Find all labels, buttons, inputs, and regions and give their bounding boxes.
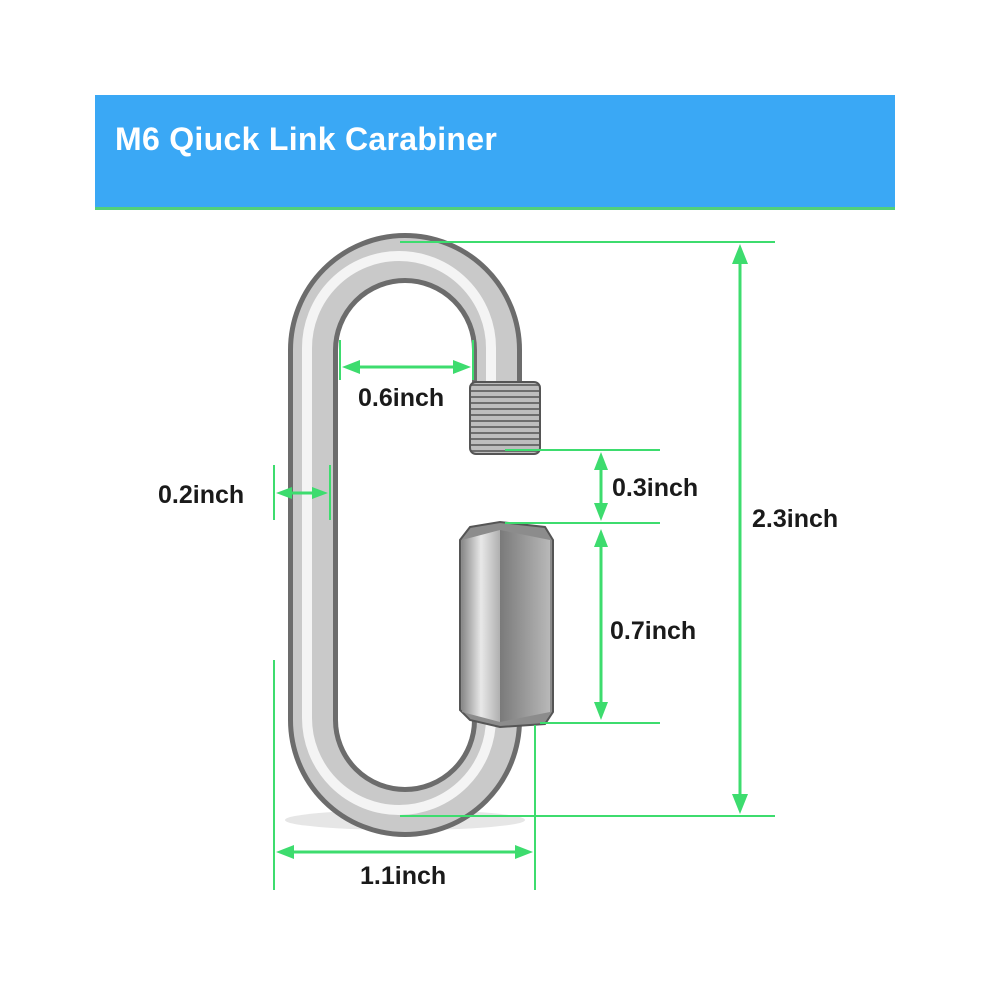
title-banner: M6 Qiuck Link Carabiner: [95, 95, 895, 210]
height-arrow-down: [732, 794, 748, 814]
total-height-label: 2.3inch: [752, 505, 838, 533]
nut-length-label: 0.7inch: [610, 617, 696, 645]
gap-arrow-up: [594, 452, 608, 470]
wire-arrow-right: [312, 487, 328, 499]
opening-arrow-right: [453, 360, 471, 374]
thread-end: [469, 381, 541, 455]
dimension-lines: [273, 241, 775, 890]
gap-label: 0.3inch: [612, 474, 698, 502]
hex-nut: [459, 520, 554, 729]
opening-width-label: 0.6inch: [358, 384, 444, 412]
height-arrow-up: [732, 244, 748, 264]
gap-arrow-down: [594, 503, 608, 521]
banner-title: M6 Qiuck Link Carabiner: [115, 121, 498, 157]
total-width-label: 1.1inch: [360, 862, 446, 890]
nut-arrow-up: [594, 529, 608, 547]
carabiner-image: [285, 233, 554, 837]
opening-arrow-left: [342, 360, 360, 374]
wire-arrow-left: [276, 487, 292, 499]
wire-diameter-label: 0.2inch: [158, 481, 244, 509]
width-arrow-left: [276, 845, 294, 859]
nut-arrow-down: [594, 702, 608, 720]
width-arrow-right: [515, 845, 533, 859]
